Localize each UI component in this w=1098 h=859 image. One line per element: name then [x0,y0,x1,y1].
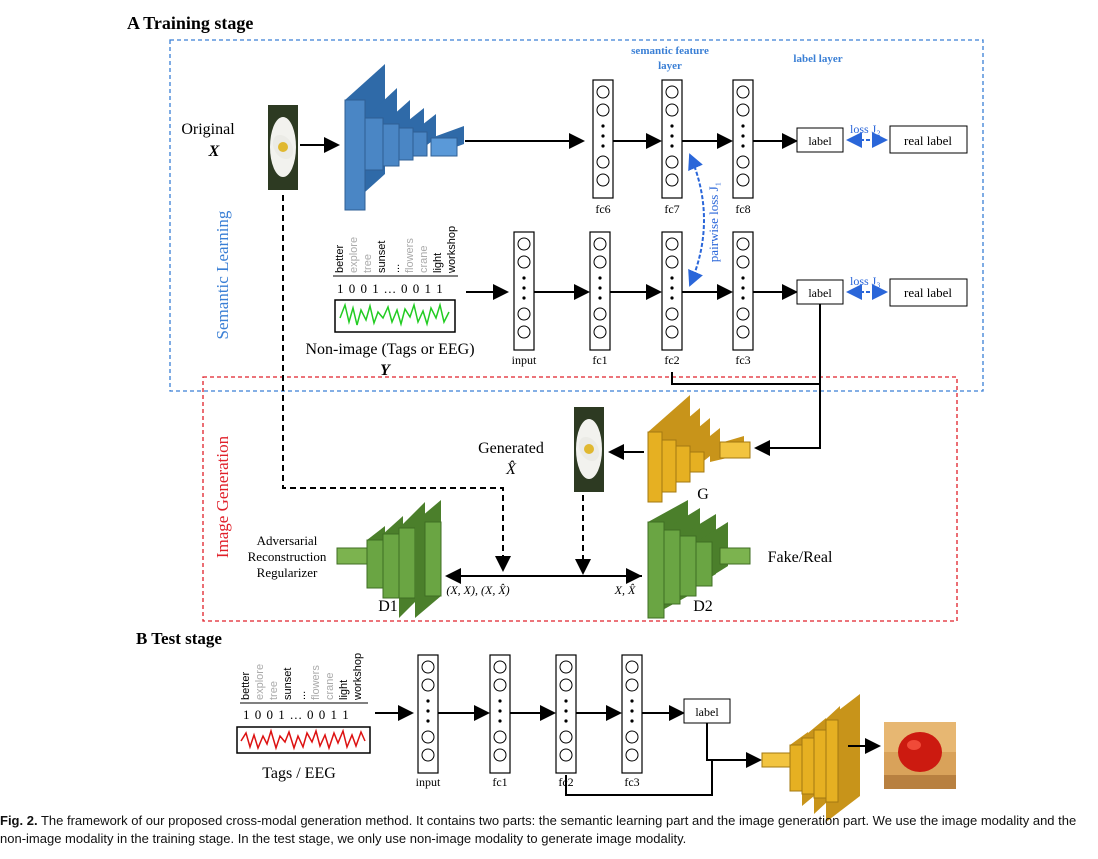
d2-label: D2 [693,598,713,615]
eeg-waveform-red [240,728,366,751]
generated-flower-image [574,407,604,492]
tag-2: tree [362,254,374,273]
layer-label-fc6: fc6 [595,202,610,216]
test-fc2-column [555,654,577,774]
adversarial-line3: Regularizer [257,565,318,580]
test-input-column [417,654,439,774]
non-image-var: Y [380,362,391,379]
fc2-column [661,231,683,351]
tag-5: flowers [404,238,416,273]
tag-7: light [338,680,350,700]
bit-vector-train: 1 0 0 1 ... 0 0 1 1 [337,281,444,296]
discriminator-d1 [336,500,442,618]
bit-vector-test: 1 0 0 1 ... 0 0 1 1 [243,707,350,722]
test-label-input: input [416,775,441,789]
image-generation-label: Image Generation [213,435,232,558]
label-box-nonimage-text: label [808,286,832,300]
generated-var: X̂ [505,459,517,478]
eeg-waveform-green [339,302,450,327]
layer-label-fc8: fc8 [735,202,750,216]
test-label-box-text: label [695,705,719,719]
semantic-learning-label: Semantic Learning [213,210,232,339]
input-column [513,231,535,351]
fc7-column [661,79,683,199]
layer-label-fc7: fc7 [664,202,679,216]
layer-label-fc1: fc1 [592,353,607,367]
cnn-encoder [344,64,464,211]
tag-0: better [240,672,252,700]
test-fc1-column [489,654,511,774]
tag-8: workshop [352,653,364,701]
semantic-learning-box [169,39,984,392]
real-label-box-1 [889,125,968,154]
adversarial-line1: Adversarial [257,533,318,548]
fake-real-label: Fake/Real [768,549,833,566]
real-label-text-1: real label [904,133,952,148]
tag-0: better [334,245,346,273]
fc8-column [732,79,754,199]
d2-input-label: X, X̂ [614,583,636,597]
tag-2: tree [268,681,280,700]
tag-8: workshop [446,226,458,274]
section-b-title: B Test stage [136,629,222,648]
section-a-title: A Training stage [127,13,253,33]
tag-4: ... [296,691,308,700]
generated-label: Generated [478,440,544,457]
caption-text: The framework of our proposed cross-moda… [0,813,1077,846]
pairwise-loss-label: pairwise loss J₁ [706,182,721,262]
layer-label-fc2: fc2 [664,353,679,367]
tag-1: explore [254,664,266,700]
tag-7: light [432,253,444,273]
test-label-fc1: fc1 [492,775,507,789]
tag-1: explore [348,237,360,273]
discriminator-d2 [647,500,751,619]
tags-eeg-label: Tags / EEG [262,765,336,782]
tag-3: sunset [376,241,388,273]
tag-6: crane [324,672,336,700]
figure-caption: Fig. 2. The framework of our proposed cr… [0,812,1098,848]
semantic-feature-layer-line2: layer [658,60,682,72]
non-image-label: Non-image (Tags or EEG) [305,341,474,358]
caption-fig-number: Fig. 2. [0,813,38,828]
test-fc3-column [621,654,643,774]
original-label: Original [181,121,235,138]
tag-4: ... [390,264,402,273]
d1-label: D1 [378,598,398,615]
tag-5: flowers [310,665,322,700]
generated-output-image [884,722,956,789]
label-box-nonimage [796,279,844,305]
adversarial-line2: Reconstruction [248,549,327,564]
original-flower-image [268,105,298,190]
loss-j3: loss J₃ [850,274,881,288]
semantic-feature-layer-line1: semantic feature [631,45,709,57]
fc3-column [732,231,754,351]
eeg-signal-red-box [236,726,371,754]
test-generator [761,694,860,822]
real-label-text-2: real label [904,285,952,300]
test-label-fc3: fc3 [624,775,639,789]
tag-3: sunset [282,668,294,700]
layer-label-fc3: fc3 [735,353,750,367]
image-generation-box [202,376,958,622]
label-layer-title: label layer [793,53,842,65]
generator-label: G [697,486,709,503]
tag-6: crane [418,245,430,273]
d1-input-label: (X, X), (X, X̂) [446,583,509,597]
real-label-box-2 [889,278,968,307]
generator-g [647,395,751,503]
fc1-column [589,231,611,351]
layer-label-input: input [512,353,537,367]
loss-j2: loss J₂ [850,122,881,136]
label-box-image [796,127,844,153]
fc6-column [592,79,614,199]
original-var: X [208,143,220,160]
test-label-box [683,698,731,724]
label-box-image-text: label [808,134,832,148]
